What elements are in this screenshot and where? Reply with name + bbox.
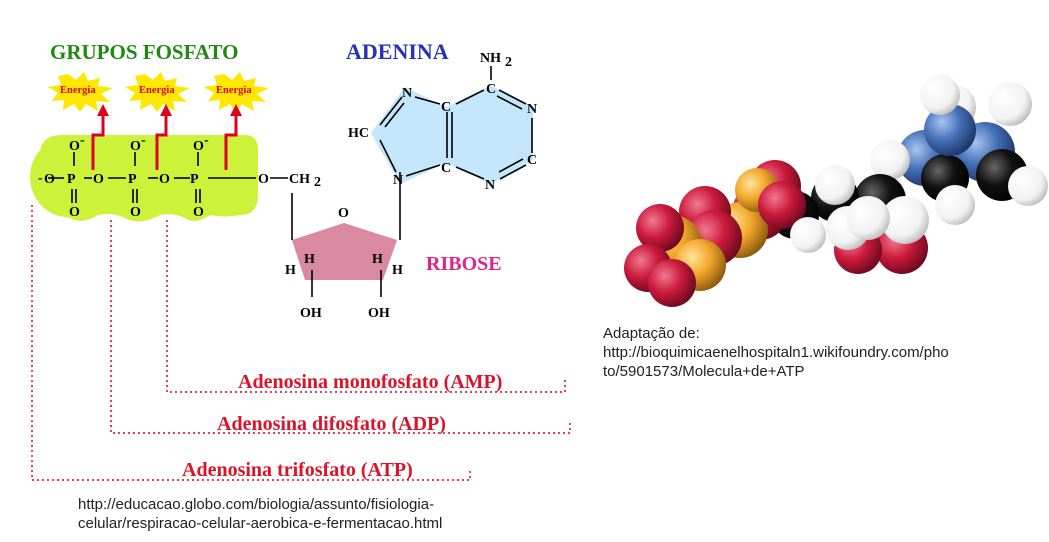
- energy-arrows: [91, 112, 238, 170]
- svg-text:P: P: [67, 172, 76, 187]
- svg-text:O: O: [258, 172, 269, 187]
- svg-text:2: 2: [314, 175, 321, 190]
- energy-label: Energia: [216, 85, 252, 96]
- adenine-bonds: [379, 66, 533, 240]
- svg-text:-: -: [80, 133, 85, 148]
- atp-label: Adenosina trifosfato (ATP): [182, 459, 413, 481]
- svg-text:O: O: [93, 172, 104, 187]
- adp-label: Adenosina difosfato (ADP): [217, 413, 446, 435]
- energy-burst: Energia: [204, 72, 269, 112]
- dotted-brackets: [31, 205, 571, 481]
- svg-text:O: O: [193, 139, 204, 154]
- energy-burst: Energia: [48, 72, 113, 112]
- svg-text:H: H: [372, 252, 383, 267]
- svg-text:O: O: [130, 205, 141, 220]
- svg-text:-: -: [38, 171, 43, 186]
- adenine-title: ADENINA: [346, 39, 449, 64]
- ribose-ring: [292, 223, 397, 280]
- phosphate-chain: [48, 152, 288, 203]
- svg-text:O: O: [130, 139, 141, 154]
- svg-text:2: 2: [505, 55, 512, 70]
- svg-text:O: O: [193, 205, 204, 220]
- svg-text:C: C: [486, 82, 496, 97]
- svg-text:C: C: [441, 161, 451, 176]
- atp-3d-model: [624, 75, 1048, 307]
- svg-text:O: O: [69, 139, 80, 154]
- svg-text:O: O: [44, 172, 55, 187]
- phosphate-atoms: - O P O P O P O - O - O - O O O O CH 2: [38, 133, 321, 220]
- svg-text:N: N: [485, 178, 495, 193]
- svg-text:O: O: [338, 206, 349, 221]
- svg-text:OH: OH: [368, 306, 390, 321]
- ribose-bonds: [291, 193, 382, 297]
- amp-label: Adenosina monofosfato (AMP): [238, 371, 502, 393]
- svg-text:N: N: [527, 102, 537, 117]
- svg-text:NH: NH: [480, 51, 501, 66]
- caption-line: celular/respiracao-celular-aerobica-e-fe…: [78, 515, 443, 532]
- phosphate-blobs: [30, 135, 258, 222]
- arrow-heads: [97, 104, 242, 116]
- svg-text:H: H: [285, 263, 296, 278]
- svg-text:O: O: [159, 172, 170, 187]
- svg-text:C: C: [441, 100, 451, 115]
- caption-line: Adaptação de:: [603, 325, 700, 342]
- caption-line: http://educacao.globo.com/biologia/assun…: [78, 496, 435, 513]
- caption-line: http://bioquimicaenelhospitaln1.wikifoun…: [603, 344, 949, 361]
- svg-text:O: O: [69, 205, 80, 220]
- svg-text:OH: OH: [300, 306, 322, 321]
- svg-text:-: -: [141, 133, 146, 148]
- svg-text:P: P: [128, 172, 137, 187]
- adenine-atoms: NH 2 C N C N HC C C N N: [348, 51, 537, 193]
- right-source-caption: Adaptação de: http://bioquimicaenelhospi…: [603, 324, 1043, 381]
- left-source-caption: http://educacao.globo.com/biologia/assun…: [78, 495, 548, 533]
- energy-burst: Energia: [125, 72, 190, 112]
- energy-label: Energia: [60, 85, 96, 96]
- energy-bursts: Energia Energia Energia: [48, 72, 269, 112]
- svg-text:C: C: [527, 153, 537, 168]
- svg-text:CH: CH: [289, 172, 310, 187]
- caption-line: to/5901573/Molecula+de+ATP: [603, 363, 805, 380]
- svg-text:-: -: [204, 133, 209, 148]
- ribose-atoms: O H H H H OH OH: [285, 206, 403, 321]
- phosphate-groups-title: GRUPOS FOSFATO: [50, 40, 238, 64]
- svg-text:H: H: [392, 263, 403, 278]
- svg-text:HC: HC: [348, 126, 369, 141]
- svg-text:N: N: [393, 173, 403, 188]
- energy-label: Energia: [139, 85, 175, 96]
- svg-text:H: H: [304, 252, 315, 267]
- ribose-title: RIBOSE: [426, 253, 502, 275]
- svg-text:P: P: [190, 172, 199, 187]
- svg-text:N: N: [402, 86, 412, 101]
